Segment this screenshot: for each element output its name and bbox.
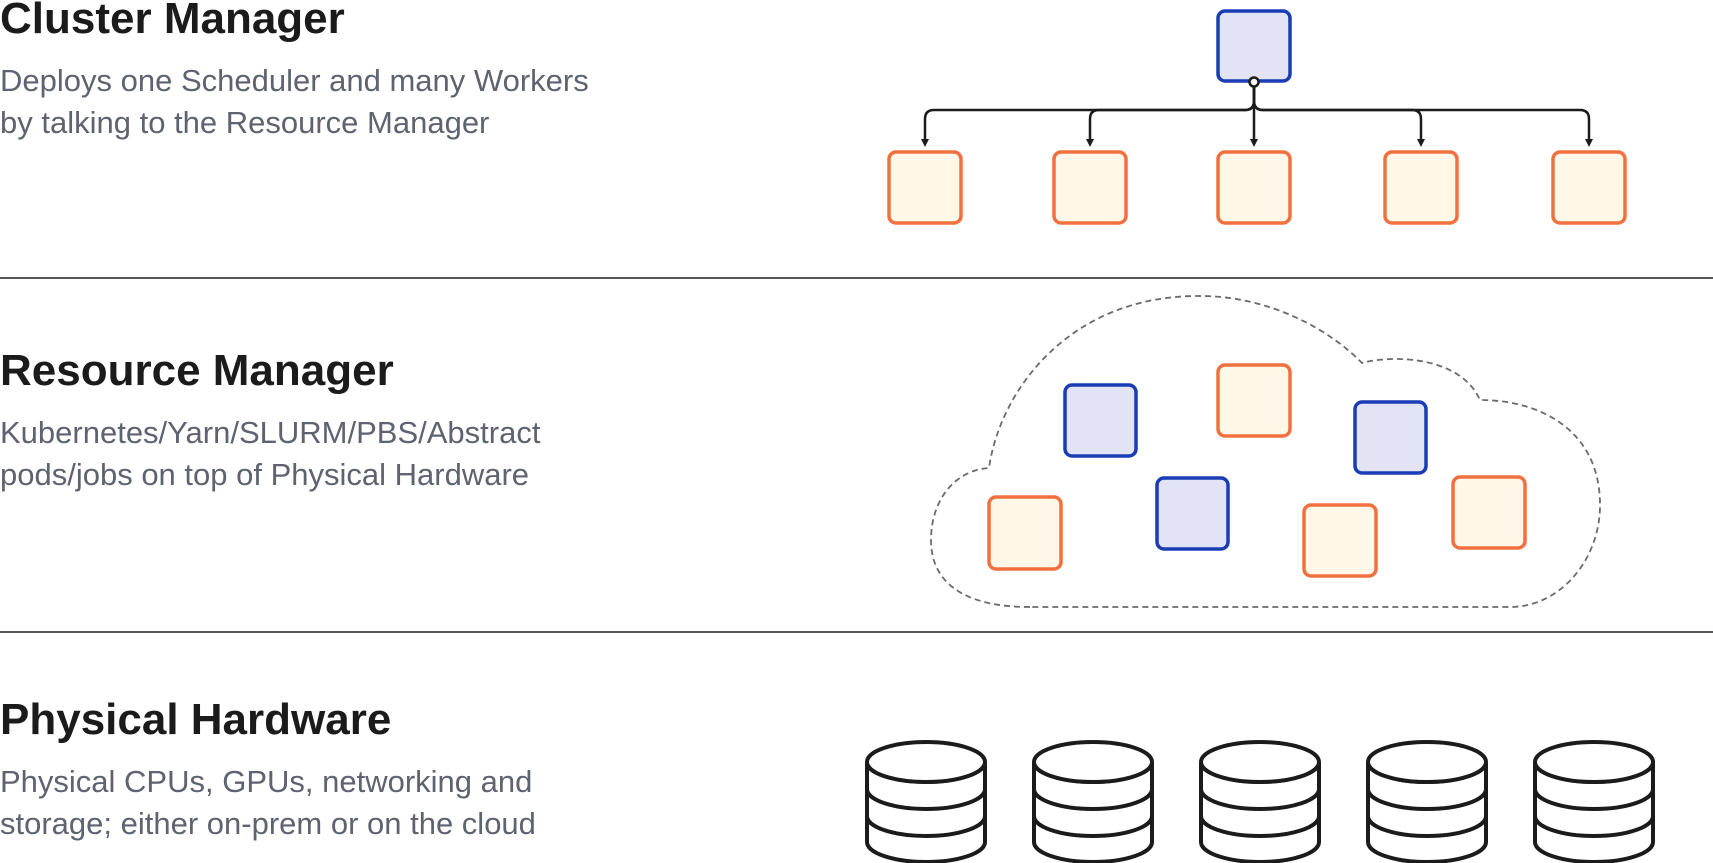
physical-hardware-description-line-2: storage; either on-prem or on the cloud: [0, 806, 536, 841]
worker-node: [1551, 150, 1627, 225]
cloud-icon: [930, 295, 1601, 608]
layer-divider-bottom: [0, 631, 1713, 633]
resource-manager-text: Resource Manager Kubernetes/Yarn/SLURM/P…: [0, 349, 700, 496]
resource-manager-description-line-2: pods/jobs on top of Physical Hardware: [0, 457, 530, 492]
database-icon: [1199, 740, 1321, 863]
worker-node: [1052, 150, 1128, 225]
worker-pod: [1216, 363, 1292, 438]
worker-pod: [1451, 475, 1527, 550]
connector-to-worker-5: [1252, 81, 1593, 147]
scheduler-pod: [1353, 400, 1428, 475]
worker-node: [1216, 150, 1292, 225]
layer-divider-top: [0, 277, 1713, 279]
connector-to-worker-4: [1252, 81, 1425, 147]
cluster-manager-text: Cluster Manager Deploys one Scheduler an…: [0, 0, 700, 144]
connector-to-worker-2: [1086, 81, 1256, 147]
scheduler-connector-dot: [1248, 76, 1260, 88]
worker-node: [1383, 150, 1459, 225]
physical-hardware-text: Physical Hardware Physical CPUs, GPUs, n…: [0, 698, 700, 845]
physical-hardware-title: Physical Hardware: [0, 695, 392, 744]
scheduler-pod: [1063, 383, 1138, 458]
physical-hardware-description-line-1: Physical CPUs, GPUs, networking and: [0, 764, 533, 799]
worker-pod: [1302, 503, 1378, 578]
scheduler-node: [1216, 9, 1292, 83]
cluster-manager-description-line-2: by talking to the Resource Manager: [0, 105, 490, 140]
worker-node: [887, 150, 963, 225]
database-icon: [1366, 740, 1488, 863]
database-icon: [865, 740, 987, 863]
connector-lines: [921, 81, 1593, 147]
cluster-manager-diagram: [887, 9, 1627, 225]
worker-pod: [987, 495, 1063, 571]
physical-hardware-diagram: [865, 740, 1655, 863]
cluster-manager-title: Cluster Manager: [0, 0, 345, 43]
database-icon: [1032, 740, 1154, 863]
resource-manager-description-line-1: Kubernetes/Yarn/SLURM/PBS/Abstract: [0, 415, 541, 450]
resource-manager-title: Resource Manager: [0, 346, 394, 395]
database-icon: [1533, 740, 1655, 863]
scheduler-pod: [1155, 476, 1230, 551]
resource-manager-diagram: [930, 295, 1601, 608]
cluster-manager-description-line-1: Deploys one Scheduler and many Workers: [0, 63, 589, 98]
